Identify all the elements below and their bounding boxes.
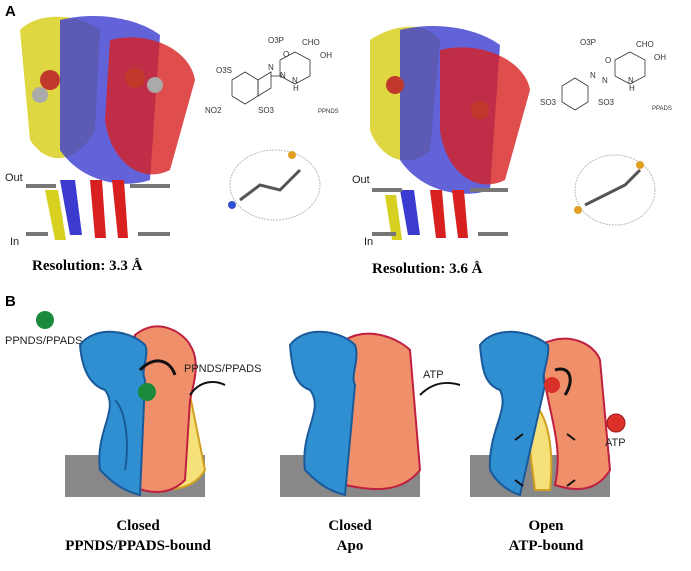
membrane-out-left-b	[130, 184, 170, 188]
state2-line1: Closed	[328, 518, 372, 534]
in-label-left: In	[10, 236, 19, 248]
out-label-right: Out	[352, 174, 370, 186]
chem-o3p-right: O3P	[580, 38, 596, 47]
chem-o-right: O	[605, 56, 611, 65]
atp-dot-icon	[606, 413, 626, 433]
binding-equilibrium-arrow-2	[419, 381, 461, 396]
membrane-in-left-b	[138, 232, 170, 236]
chem-so3b-right: SO3	[598, 98, 615, 107]
chem-n1-left: N	[268, 63, 274, 72]
chem-o3s-left: O3S	[216, 66, 232, 75]
chem-n2-left: N	[280, 71, 286, 80]
channel-closed-apo	[288, 330, 422, 497]
panel-b-label: B	[5, 293, 16, 310]
protein-structure-right	[370, 25, 530, 240]
chem-cho-left: CHO	[302, 38, 320, 47]
binding-equilibrium-arrow-1	[189, 381, 226, 396]
state3-line2: ATP-bound	[509, 538, 584, 554]
atp-legend: ATP	[605, 437, 626, 449]
chem-h-right: H	[629, 84, 635, 93]
state3-line1: Open	[528, 518, 564, 534]
protein-structure-left	[20, 15, 195, 240]
ppads-density-map	[574, 154, 656, 226]
chem-o3p-left: O3P	[268, 36, 284, 45]
resolution-right: Resolution: 3.6 Å	[372, 261, 483, 277]
arrow2-label: ATP	[423, 369, 444, 381]
ppnds-density-map	[228, 149, 321, 221]
state1-line2: PPNDS/PPADS-bound	[65, 538, 211, 554]
channel-open-atp-bound	[478, 330, 612, 497]
membrane-in-right-b	[478, 232, 508, 236]
chem-so3-left: SO3	[258, 106, 275, 115]
ligand-legend: PPNDS/PPADS	[5, 335, 82, 347]
ligand-dot-icon	[36, 311, 54, 329]
ligand-name-ppads: PPADS	[652, 106, 672, 112]
chem-oh-left: OH	[320, 51, 332, 60]
chem-no2-left: NO2	[205, 106, 222, 115]
state1-line1: Closed	[116, 518, 160, 534]
chem-o-left: O	[283, 50, 289, 59]
membrane-out-left-a	[26, 184, 56, 188]
membrane-in-right-a	[372, 232, 396, 236]
ppads-chemical-structure	[561, 51, 646, 111]
chem-n3-left: N	[292, 76, 298, 85]
ppnds-chemical-structure	[231, 51, 311, 105]
state2-line2: Apo	[337, 538, 364, 554]
membrane-out-right-b	[470, 188, 508, 192]
resolution-left: Resolution: 3.3 Å	[32, 258, 143, 274]
membrane-out-right-a	[372, 188, 402, 192]
chem-n2-right: N	[602, 76, 608, 85]
arrow1-label: PPNDS/PPADS	[184, 363, 261, 375]
chem-n3-right: N	[628, 76, 634, 85]
chem-so3a-right: SO3	[540, 98, 557, 107]
chem-cho-right: CHO	[636, 40, 654, 49]
chem-n1-right: N	[590, 71, 596, 80]
ligand-name-ppnds: PPNDS	[318, 109, 339, 115]
chem-h-left: H	[293, 84, 299, 93]
chem-oh-right: OH	[654, 53, 666, 62]
panel-a-label: A	[5, 3, 16, 20]
membrane-in-left-a	[26, 232, 48, 236]
channel-closed-ppnds-bound	[78, 325, 207, 497]
out-label-left: Out	[5, 172, 23, 184]
in-label-right: In	[364, 236, 373, 248]
